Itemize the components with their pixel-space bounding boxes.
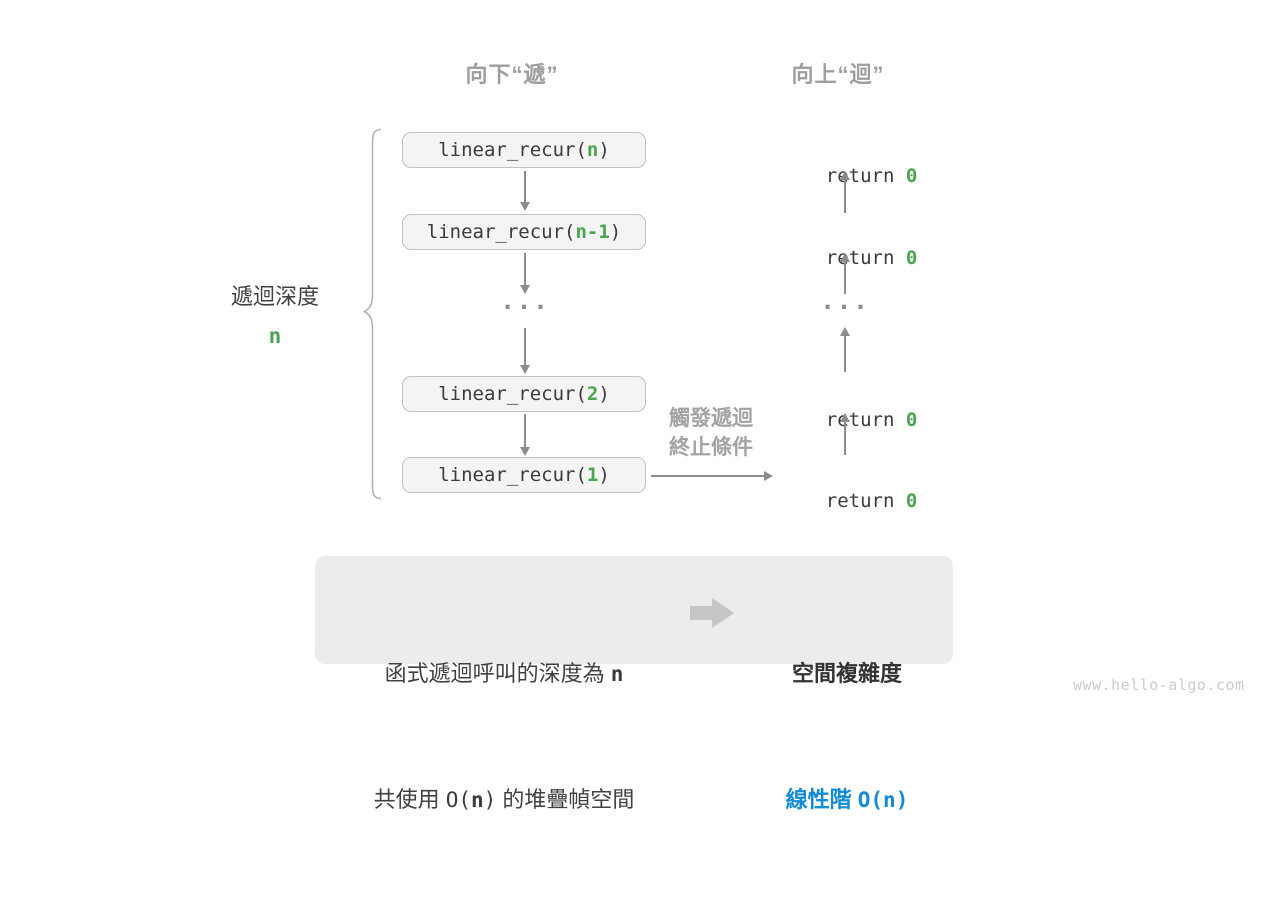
- return-text: return: [825, 409, 906, 431]
- summary-description: 函式遞迴呼叫的深度為 n 共使用 O(n) 的堆疊幀空間: [328, 569, 680, 905]
- stack-ellipsis: ...: [500, 287, 550, 315]
- column-header-ascend: 向上“迴”: [791, 62, 885, 87]
- arrow-down-icon: [524, 328, 526, 366]
- call-arg: n: [586, 139, 599, 161]
- call-text: ): [598, 464, 610, 486]
- block-arrow-bar: [690, 606, 712, 620]
- return-value: 0: [905, 247, 918, 269]
- call-arg: 2: [586, 383, 599, 405]
- arrow-up-icon: [844, 421, 846, 455]
- arrow-up-icon: [844, 179, 846, 213]
- depth-value: n: [268, 324, 282, 348]
- call-text: linear_recur(: [426, 221, 576, 243]
- complexity-order-label: 線性階: [785, 787, 858, 812]
- recursion-diagram: 向下“遞” 向上“迴” 遞迴深度 n linear_recur(n) linea…: [0, 0, 1280, 720]
- arrow-down-icon: [524, 171, 526, 203]
- call-box-n: linear_recur(n): [402, 132, 646, 168]
- watermark: www.hello-algo.com: [1073, 676, 1245, 694]
- return-value: 0: [905, 490, 918, 512]
- call-text: ): [609, 221, 622, 243]
- summary-panel: [315, 556, 953, 664]
- call-arg: n-1: [575, 221, 610, 243]
- return-text: return: [825, 247, 906, 269]
- summary-line1: 函式遞迴呼叫的深度為 n: [328, 653, 680, 695]
- base-case-line2: 終止條件: [669, 436, 753, 459]
- arrow-up-icon: [844, 261, 846, 294]
- summary-line1-text: 函式遞迴呼叫的深度為: [384, 661, 611, 686]
- block-arrow-icon: [690, 598, 734, 628]
- return-ellipsis: ...: [820, 287, 870, 315]
- call-box-1: linear_recur(1): [402, 457, 646, 493]
- depth-brace-icon: [362, 128, 382, 500]
- big-o-open: O(: [445, 788, 471, 812]
- call-text: linear_recur(: [438, 383, 587, 405]
- block-arrow-head: [712, 598, 734, 628]
- summary-line2: 共使用 O(n) 的堆疊幀空間: [328, 779, 680, 821]
- arrow-down-icon: [524, 414, 526, 448]
- complexity-title: 空間複雜度: [791, 661, 902, 686]
- complexity-big-o: O(n): [857, 788, 909, 812]
- summary-line1-value: n: [610, 662, 624, 686]
- arrow-up-icon: [844, 335, 846, 372]
- complexity-result: 空間複雜度 線性階 O(n): [752, 569, 942, 905]
- recursion-depth-label: 遞迴深度 n: [200, 277, 350, 355]
- complexity-value: 線性階 O(n): [752, 779, 942, 821]
- call-arg: 1: [586, 464, 599, 486]
- depth-label-text: 遞迴深度: [230, 284, 319, 309]
- return-statement: return 0: [780, 462, 918, 540]
- return-text: return: [825, 165, 906, 187]
- call-box-2: linear_recur(2): [402, 376, 646, 412]
- return-value: 0: [905, 409, 918, 431]
- summary-line2-text-b: 的堆疊幀空間: [496, 787, 635, 812]
- call-box-n-1: linear_recur(n-1): [402, 214, 646, 250]
- arrow-right-icon: [651, 475, 765, 477]
- return-text: return: [825, 490, 906, 512]
- call-text: ): [598, 383, 610, 405]
- base-case-label: 觸發遞迴 終止條件: [645, 404, 777, 462]
- column-header-descend: 向下“遞”: [465, 62, 559, 87]
- return-value: 0: [905, 165, 918, 187]
- summary-line2-text-a: 共使用: [373, 787, 446, 812]
- big-o-close: ): [483, 788, 497, 812]
- call-text: linear_recur(: [438, 464, 587, 486]
- arrow-down-icon: [524, 253, 526, 286]
- call-text: ): [598, 139, 610, 161]
- big-o-n: n: [470, 788, 484, 812]
- base-case-line1: 觸發遞迴: [669, 407, 753, 430]
- call-text: linear_recur(: [438, 139, 587, 161]
